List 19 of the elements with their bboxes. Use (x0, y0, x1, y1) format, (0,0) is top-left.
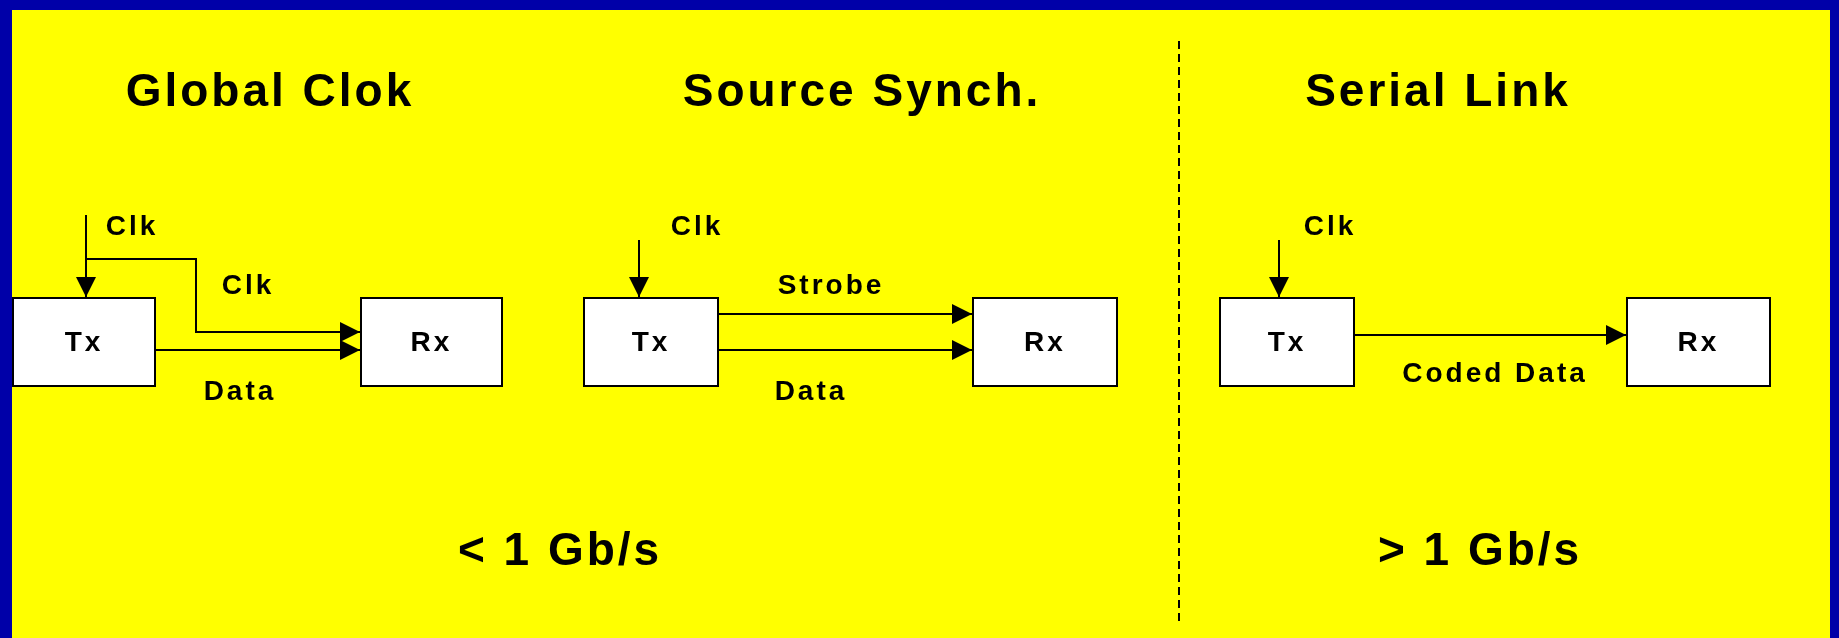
arrow (155, 340, 361, 360)
arrow (76, 214, 96, 298)
block-box: Rx (360, 297, 503, 387)
heading-text: Serial Link (1305, 63, 1571, 117)
heading-text: Global Clok (125, 63, 415, 117)
block-box: Rx (1626, 297, 1771, 387)
arrow (85, 258, 361, 342)
arrow (1354, 325, 1627, 345)
block-box: Tx (12, 297, 156, 387)
block-box: Tx (583, 297, 719, 387)
arrow (1269, 239, 1289, 298)
heading-text: Source Synch. (682, 63, 1042, 117)
heading-text: > 1 Gb/s (1377, 522, 1583, 576)
arrow (718, 340, 973, 360)
block-box: Rx (972, 297, 1118, 387)
heading-text: < 1 Gb/s (457, 522, 663, 576)
block-box: Tx (1219, 297, 1355, 387)
arrow (629, 239, 649, 298)
arrow (718, 304, 973, 324)
